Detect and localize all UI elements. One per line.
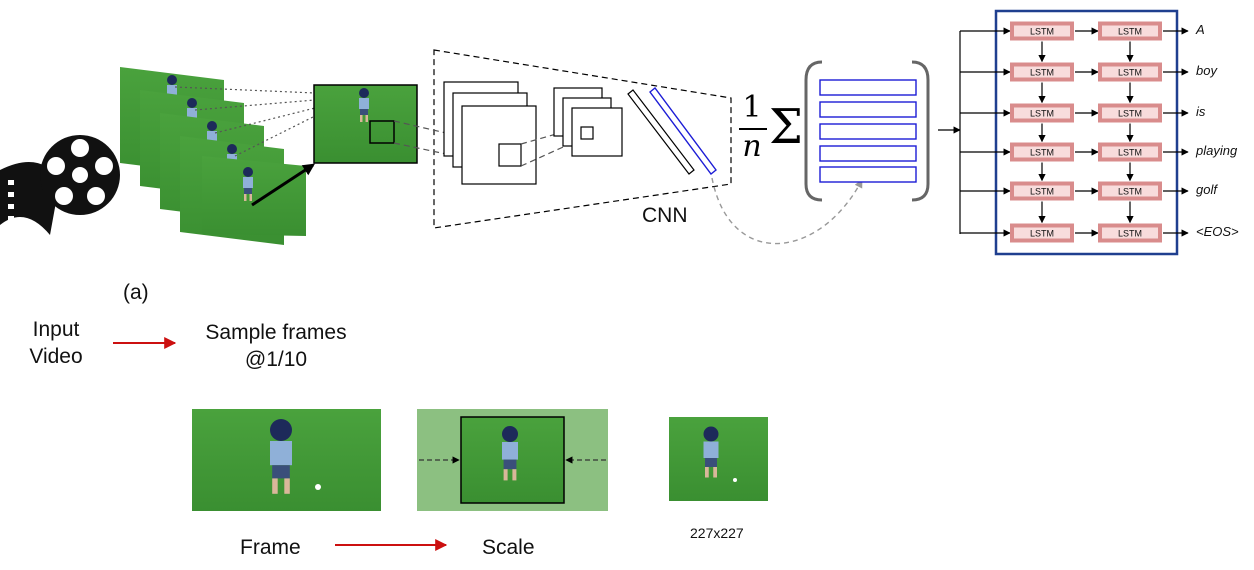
cnn-block [393, 49, 732, 229]
frame-projection-lines [174, 86, 316, 157]
output-word-6: <EOS> [1196, 224, 1239, 239]
lstm-cell-label: LSTM [1030, 187, 1054, 197]
select-frame-arrow [251, 163, 316, 207]
input-video-line1: Input [32, 318, 80, 341]
lstm-cell-label: LSTM [1030, 229, 1054, 239]
lstm-cell-label: LSTM [1030, 68, 1054, 78]
lstm-cell [1010, 223, 1074, 243]
input-video-line2: Video [29, 345, 83, 368]
lstm-cell [1010, 103, 1074, 123]
lstm-cell [1010, 62, 1074, 82]
scale-label: Scale [482, 536, 535, 559]
frame-label: Frame [240, 536, 301, 559]
selected-frame [313, 84, 418, 164]
cropped-227-image [669, 417, 768, 501]
sample-frames-label: Sample frames @1/10 [186, 319, 366, 373]
lstm-cell [1098, 62, 1162, 82]
lstm-cell [1098, 181, 1162, 201]
lstm-cell-label: LSTM [1118, 109, 1142, 119]
panel-label: (a) [123, 281, 149, 304]
lstm-cell-label: LSTM [1030, 148, 1054, 158]
pooled-feature-vector [804, 60, 930, 202]
fraction-bar [739, 128, 767, 130]
sample-frames-line1: Sample frames [205, 321, 347, 344]
input-video-label: Input Video [20, 316, 92, 370]
lstm-cell [1098, 223, 1162, 243]
crop-size-label: 227x227 [690, 525, 744, 541]
lstm-cell-label: LSTM [1118, 148, 1142, 158]
sum-symbol: Σ [769, 99, 803, 155]
fraction-denominator: n [742, 129, 762, 164]
output-word-2: boy [1196, 63, 1217, 78]
lstm-cell-label: LSTM [1118, 229, 1142, 239]
output-word-4: playing [1196, 143, 1238, 158]
lstm-cell [1010, 21, 1074, 41]
frame-image [192, 409, 381, 511]
film-reel-icon [0, 135, 120, 235]
lstm-cell-label: LSTM [1118, 187, 1142, 197]
fraction-numerator: 1 [742, 90, 762, 125]
lstm-cell-label: LSTM [1118, 68, 1142, 78]
lstm-cell [1010, 142, 1074, 162]
cnn-label: CNN [642, 204, 688, 227]
lstm-cell [1098, 21, 1162, 41]
output-word-3: is [1196, 104, 1206, 119]
scaled-frame-image [417, 409, 608, 511]
lstm-cell [1098, 103, 1162, 123]
lstm-cell-label: LSTM [1030, 109, 1054, 119]
video-frame-stack [120, 67, 306, 245]
output-word-5: golf [1196, 182, 1217, 197]
lstm-cell [1098, 142, 1162, 162]
lstm-cell-label: LSTM [1118, 27, 1142, 37]
sample-frames-line2: @1/10 [244, 348, 308, 371]
lstm-stack: LSTM LSTM LSTM LSTM LSTM LSTM LSTM LSTM LSTM LSTM… [959, 9, 1189, 256]
lstm-cell [1010, 181, 1074, 201]
feature-flow-arrow [711, 177, 863, 245]
lstm-cell-label: LSTM [1030, 27, 1054, 37]
output-word-1: A [1196, 22, 1205, 37]
